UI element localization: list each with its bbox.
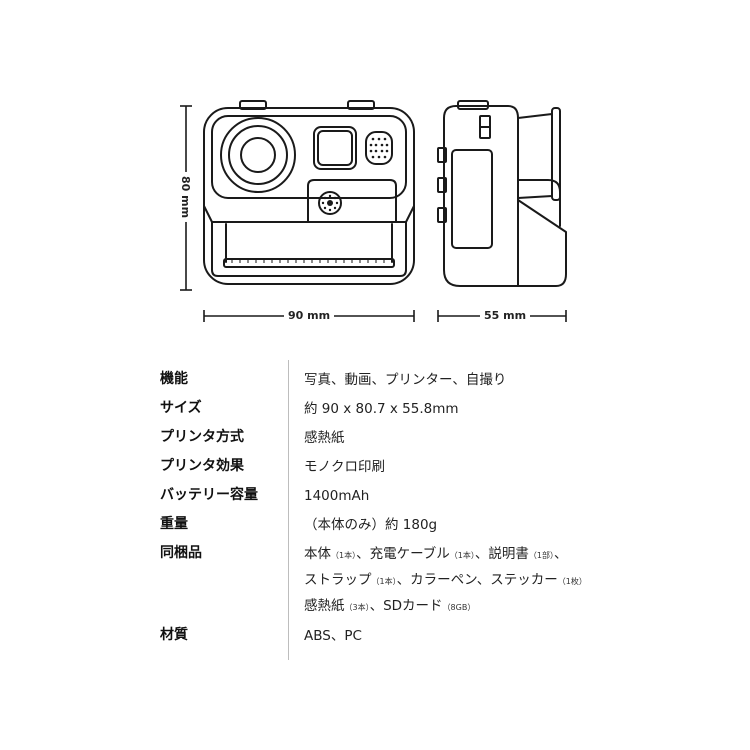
package-line-1: 本体（1本）、充電ケーブル（1本）、説明書（1部）、 bbox=[304, 546, 568, 562]
spec-value: モノクロ印刷 bbox=[304, 459, 385, 475]
spec-value: （本体のみ）約 180g bbox=[304, 517, 438, 533]
spec-value: ABS、PC bbox=[304, 628, 362, 644]
spec-key: 機能 bbox=[160, 371, 188, 387]
side-view-drawing bbox=[437, 100, 567, 287]
spec-key: サイズ bbox=[160, 400, 202, 416]
spec-key: 材質 bbox=[160, 627, 188, 643]
product-dimension-diagram: 90 mm 55 mm 80 mm bbox=[0, 0, 750, 340]
package-line-3: 感熱紙（3本）、SDカード（8GB） bbox=[304, 598, 476, 614]
spec-key: プリンタ効果 bbox=[160, 458, 244, 474]
spec-value: 感熱紙 bbox=[304, 430, 345, 446]
front-view-drawing bbox=[203, 100, 415, 285]
spec-value: 写真、動画、プリンター、自撮り bbox=[304, 372, 507, 388]
tray-teeth bbox=[231, 259, 385, 263]
spec-value-multiline: 本体（1本）、充電ケーブル（1本）、説明書（1部）、 ストラップ（1本）、カラー… bbox=[304, 542, 624, 620]
speaker-dots bbox=[369, 137, 389, 159]
package-line-2: ストラップ（1本）、カラーペン、ステッカー（1枚） bbox=[304, 572, 587, 588]
camera-line-drawing bbox=[180, 100, 567, 322]
height-dimension-label: 80 mm bbox=[178, 171, 193, 223]
spec-value: 約 90 x 80.7 x 55.8mm bbox=[304, 401, 459, 417]
spec-table-divider bbox=[288, 360, 289, 660]
width-dimension-label: 90 mm bbox=[284, 309, 335, 323]
selfie-lens-dots bbox=[321, 194, 339, 212]
spec-value: 1400mAh bbox=[304, 488, 370, 504]
spec-key: 同梱品 bbox=[160, 545, 202, 561]
depth-dimension-label: 55 mm bbox=[480, 309, 531, 323]
spec-key: プリンタ方式 bbox=[160, 429, 244, 445]
spec-key: 重量 bbox=[160, 516, 188, 532]
spec-key: バッテリー容量 bbox=[160, 487, 258, 503]
